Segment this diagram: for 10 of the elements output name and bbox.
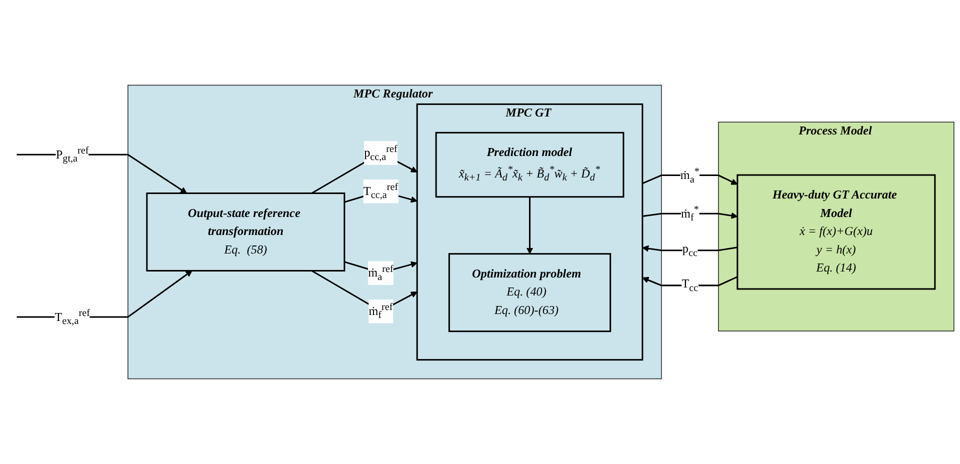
- arrow: [642, 174, 738, 185]
- node-box: Heavy-duty GT Accurate Model ẋ = f(x)+G(x)u y = h(x) Eq. (14): [736, 174, 936, 290]
- node-box: Optimization problem Eq. (40) Eq. (60)-(63): [448, 253, 612, 332]
- arrow: [642, 212, 738, 219]
- arrow: [526, 196, 534, 254]
- edge-label: p$_{cc}$: [682, 242, 698, 258]
- edge-label: T$_{cc}$: [682, 278, 698, 294]
- arrow: [642, 245, 738, 252]
- arrow: [642, 276, 738, 286]
- node-box: Output-state reference transformation Eq. (58): [146, 192, 346, 272]
